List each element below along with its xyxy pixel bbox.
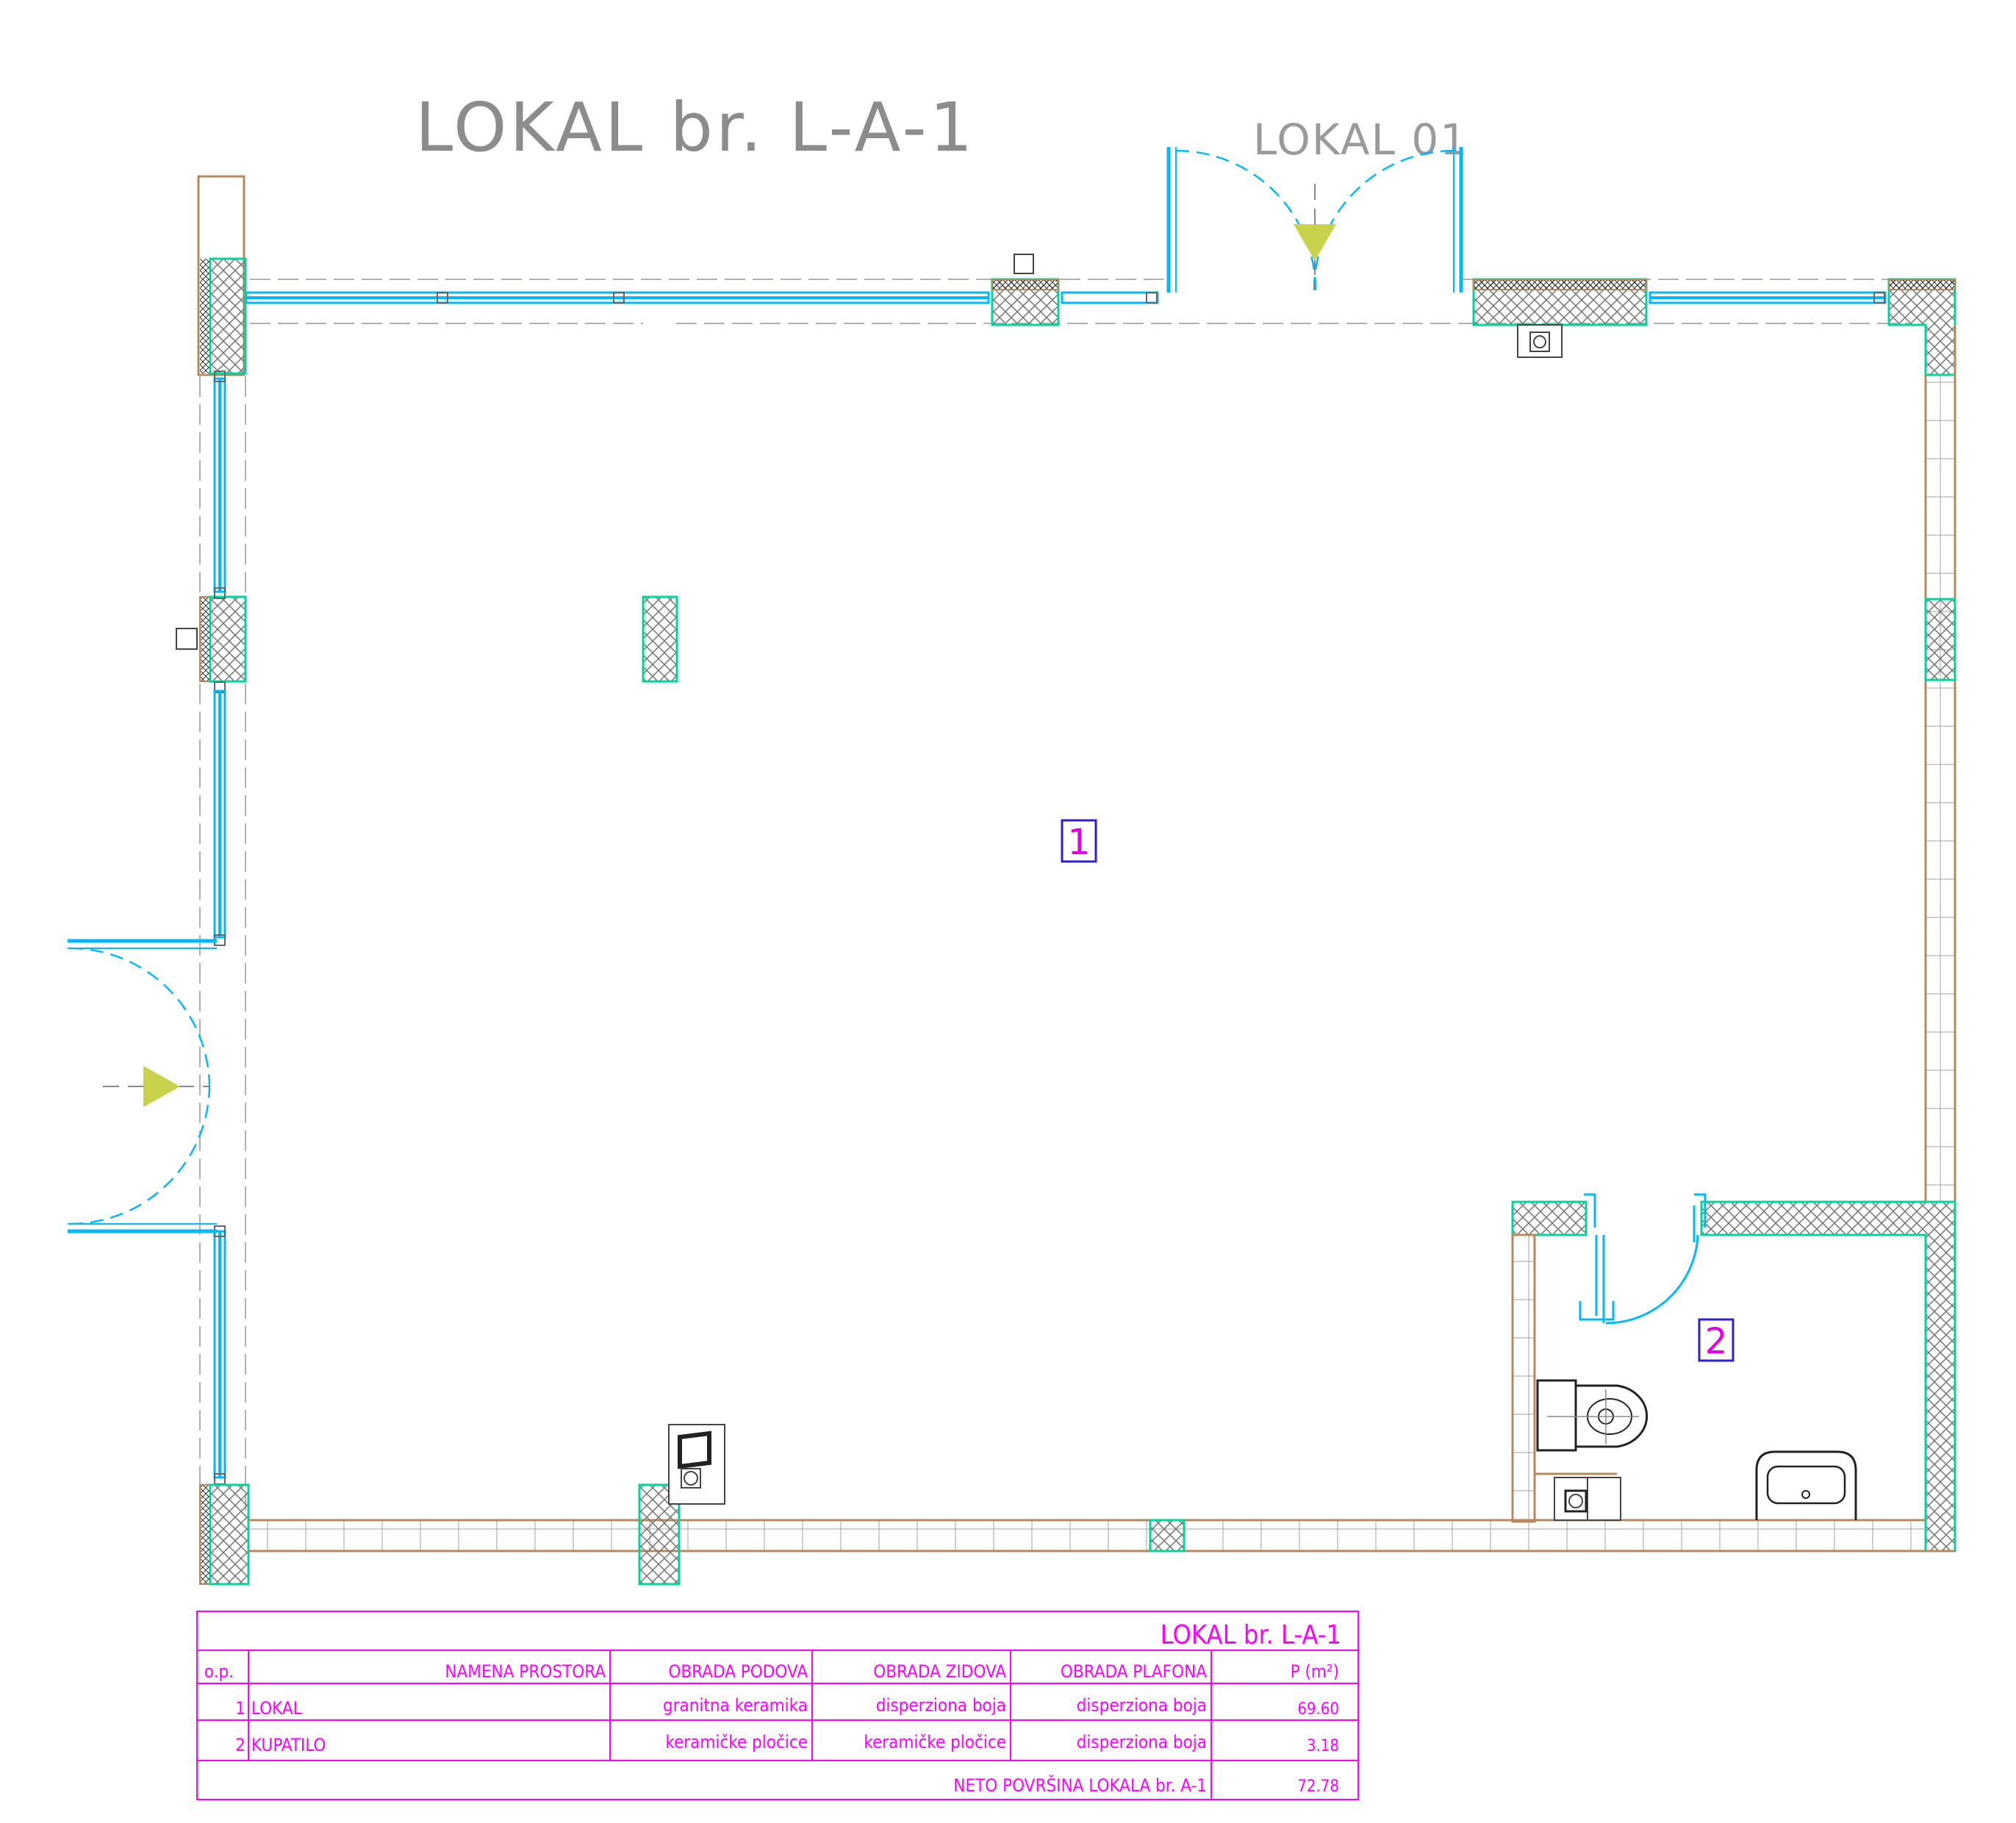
row-1-zidova: disperziona boja bbox=[876, 1695, 1006, 1716]
total-label: NETO POVRŠINA LOKALA br. A-1 bbox=[953, 1774, 1207, 1796]
room-tag-2-number: 2 bbox=[1705, 1321, 1728, 1362]
drawing-title: LOKAL br. L-A-1 bbox=[415, 88, 975, 167]
header-podova: OBRADA PODOVA bbox=[668, 1661, 808, 1682]
room-tag-2: 2 bbox=[1698, 1318, 1735, 1362]
header-p: P (m²) bbox=[1291, 1661, 1339, 1682]
toilet-icon bbox=[1536, 1379, 1649, 1452]
row-2-p: 3.18 bbox=[1307, 1737, 1339, 1755]
row-2-plafona: disperziona boja bbox=[1077, 1732, 1207, 1752]
interior-column bbox=[642, 595, 678, 683]
adjacent-space-label: LOKAL 01 bbox=[1253, 115, 1468, 165]
row-2-op: 2 bbox=[235, 1735, 245, 1755]
row-1-plafona: disperziona boja bbox=[1077, 1695, 1207, 1716]
header-zidova: OBRADA ZIDOVA bbox=[873, 1661, 1006, 1682]
area-table bbox=[196, 1611, 1359, 1800]
total-value: 72.78 bbox=[1297, 1777, 1339, 1796]
entrance-double-door bbox=[1166, 147, 1463, 293]
entrance-arrow-icon bbox=[1294, 224, 1336, 261]
right-wall bbox=[1700, 325, 1956, 1552]
bathroom-shaft bbox=[1554, 1477, 1621, 1521]
row-2-podova: keramičke pločice bbox=[665, 1732, 808, 1752]
side-entrance-arrow-icon bbox=[143, 1066, 180, 1107]
table-title: LOKAL br. L-A-1 bbox=[1161, 1620, 1341, 1650]
left-facade bbox=[176, 175, 250, 1586]
header-plafona: OBRADA PLAFONA bbox=[1061, 1661, 1207, 1682]
sink-icon bbox=[1755, 1450, 1857, 1520]
row-1-p: 69.60 bbox=[1297, 1700, 1339, 1719]
header-op: o.p. bbox=[204, 1661, 234, 1682]
side-double-door bbox=[68, 939, 217, 1233]
bathroom-partition bbox=[1511, 1193, 1707, 1523]
top-facade bbox=[245, 254, 1956, 376]
room-tag-1: 1 bbox=[1061, 819, 1097, 863]
row-1-namena: LOKAL bbox=[251, 1698, 302, 1719]
room-tag-1-number: 1 bbox=[1068, 822, 1091, 863]
row-2-zidova: keramičke pločice bbox=[864, 1732, 1006, 1752]
row-1-op: 1 bbox=[235, 1698, 245, 1719]
row-1-podova: granitna keramika bbox=[663, 1695, 808, 1716]
bottom-wall bbox=[248, 1424, 1955, 1586]
row-2-namena: KUPATILO bbox=[251, 1735, 326, 1755]
header-namena: NAMENA PROSTORA bbox=[445, 1661, 606, 1682]
